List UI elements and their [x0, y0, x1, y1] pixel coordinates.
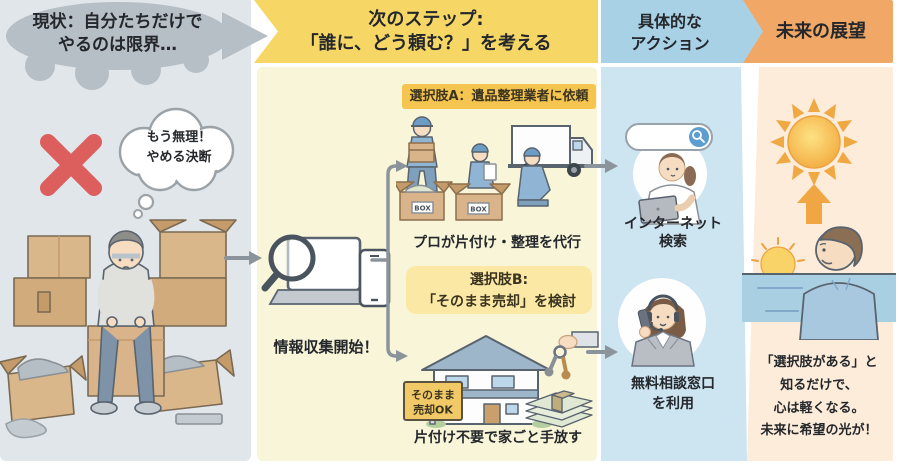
internet-caption-line2: 検索 — [659, 234, 687, 251]
option-b-badge-line2: 「そのまま売却」を検討 — [422, 294, 576, 311]
future-message-line2: 知るだけで、 — [780, 377, 858, 393]
thought-line2: やめる決断 — [146, 149, 212, 165]
consult-caption: 無料相談窓口 を利用 — [598, 374, 748, 415]
workers-illustration: BOX BOX — [396, 116, 593, 221]
header-current-line1: 現状：自分たちだけで — [32, 12, 203, 32]
header-future-label: 未来の展望 — [776, 21, 866, 42]
worker-kneeling-center — [467, 143, 497, 189]
consult-caption-line2: を利用 — [652, 396, 694, 413]
consult-caption-line1: 無料相談窓口 — [631, 376, 715, 392]
house-sale-illustration: そのまま 売却OK — [403, 331, 599, 428]
header-current-line2: やるのは限界… — [58, 34, 177, 55]
woman-with-tablet — [638, 153, 701, 225]
thought-bubble — [118, 107, 235, 219]
research-caption: 情報収集開始！ — [273, 338, 379, 356]
x-mark-icon — [40, 134, 102, 196]
research-illustration — [261, 234, 391, 308]
future-message: 「選択肢がある」と 知るだけで、 心は軽くなる。 未来に希望の光が！ — [742, 352, 896, 443]
future-message-line3: 心は軽くなる。 — [773, 400, 865, 416]
search-bar — [625, 123, 713, 151]
box-label-2: BOX — [470, 206, 487, 214]
sale-sign: そのまま 売却OK — [403, 381, 463, 425]
internet-caption: インターネット 検索 — [598, 215, 748, 251]
header-action-line2: アクション — [630, 33, 710, 53]
sun-icon — [770, 98, 858, 186]
cluttered-room-illustration — [0, 219, 237, 439]
future-message-line4: 未来に希望の光が！ — [760, 423, 878, 439]
header-nextstep-line1: 次のステップ: — [368, 9, 484, 30]
header-cloud-current — [6, 2, 268, 90]
option-a-caption: プロが片付け・整理を代行 — [413, 235, 581, 251]
sunrise-illustration — [742, 226, 896, 340]
option-b-badge: 選択肢B: 「そのまま売却」を検討 — [406, 266, 592, 314]
truck-icon — [508, 125, 593, 177]
up-arrow-icon — [797, 184, 831, 224]
header-action-line1: 具体的な — [637, 12, 702, 31]
magnifier-icon — [261, 234, 316, 292]
money-icon — [525, 390, 593, 428]
header-banner-future — [737, 0, 893, 63]
option-a-badge-text: 選択肢A：遺品整理業者に依頼 — [409, 89, 589, 104]
header-title-future: 未来の展望 — [748, 20, 894, 44]
hopeful-man — [799, 226, 879, 340]
future-message-line1: 「選択肢がある」と — [760, 355, 878, 370]
header-title-current: 現状：自分たちだけで やるのは限界… — [10, 11, 225, 57]
key-icon — [544, 331, 599, 380]
smartphone-icon — [358, 248, 391, 308]
operator-with-headset — [631, 294, 695, 367]
header-nextstep-line2: 「誰に、どう頼む？」を考える — [300, 33, 552, 55]
worker-standing — [406, 116, 438, 192]
cardboard-box-icon: BOX BOX — [396, 181, 511, 221]
option-a-badge: 選択肢A：遺品整理業者に依頼 — [402, 84, 596, 109]
sale-sign-line1: そのまま — [411, 389, 455, 402]
option-b-caption: 片付け不要で家ごと手放す — [414, 430, 582, 446]
consultation-illustration — [618, 278, 706, 367]
header-banner-action — [601, 0, 763, 63]
header-banner-nextstep — [254, 0, 598, 63]
internet-caption-line1: インターネット — [624, 216, 722, 232]
header-title-nextstep: 次のステップ: 「誰に、どう頼む？」を考える — [258, 8, 594, 57]
sale-sign-line2: 売却OK — [413, 403, 453, 417]
worker-kneeling-right — [517, 147, 551, 207]
internet-search-illustration — [625, 123, 713, 225]
thought-bubble-text: もう無理！ やめる決断 — [124, 128, 234, 167]
thought-line1: もう無理！ — [146, 130, 212, 145]
option-b-badge-line1: 選択肢B: — [469, 272, 529, 288]
future-illustration — [742, 98, 896, 340]
header-title-action: 具体的な アクション — [602, 11, 738, 54]
box-label-1: BOX — [414, 205, 431, 213]
